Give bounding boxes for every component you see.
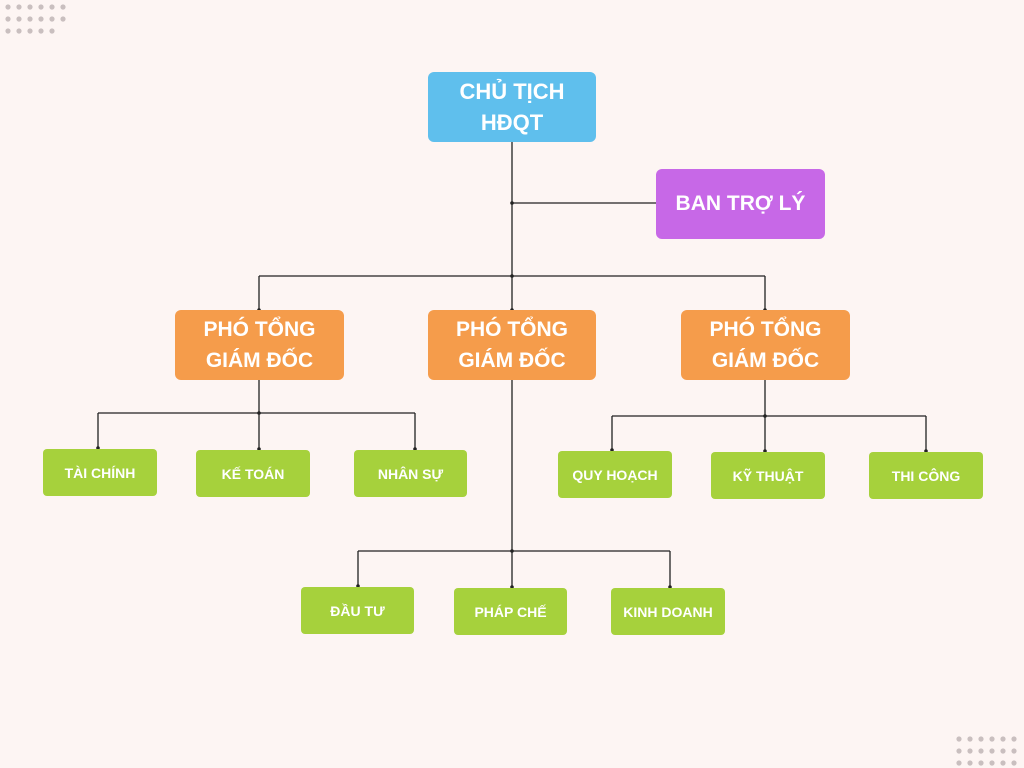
decorative-dots-top-left — [5, 4, 66, 34]
node-vp-right-line2: GIÁM ĐỐC — [711, 349, 820, 372]
node-dept-label: KỸ THUẬT — [732, 467, 804, 484]
node-dept-label: ĐẦU TƯ — [330, 602, 385, 619]
decorative-dots-bottom-right — [956, 736, 1017, 766]
node-dept-label: KẾ TOÁN — [221, 465, 285, 482]
node-vice-director-center: PHÓ TỔNG GIÁM ĐỐC — [428, 310, 596, 380]
node-dept-thi-cong: THI CÔNG — [869, 452, 983, 499]
node-dept-ky-thuat: KỸ THUẬT — [711, 452, 825, 499]
node-assistant-label: BAN TRỢ LÝ — [675, 192, 806, 215]
node-vice-director-right: PHÓ TỔNG GIÁM ĐỐC — [681, 310, 850, 380]
node-dept-ke-toan: KẾ TOÁN — [196, 450, 310, 497]
node-dept-label: THI CÔNG — [891, 467, 961, 484]
node-dept-label: NHÂN SỰ — [377, 465, 444, 482]
node-dept-label: PHÁP CHẾ — [474, 603, 547, 620]
node-dept-phap-che: PHÁP CHẾ — [454, 588, 567, 635]
node-vp-center-line1: PHÓ TỔNG — [455, 318, 568, 341]
node-chair-line1: CHỦ TỊCH — [459, 79, 565, 104]
node-dept-label: KINH DOANH — [623, 603, 713, 620]
node-vp-center-line2: GIÁM ĐỐC — [458, 349, 566, 372]
node-chair-line2: HĐQT — [480, 110, 544, 135]
node-assistant-board: BAN TRỢ LÝ — [656, 169, 825, 239]
node-dept-dau-tu: ĐẦU TƯ — [301, 587, 414, 634]
node-chair-hdqt: CHỦ TỊCH HĐQT — [428, 72, 596, 142]
node-dept-tai-chinh: TÀI CHÍNH — [43, 449, 157, 496]
node-dept-nhan-su: NHÂN SỰ — [354, 450, 467, 497]
node-vice-director-left: PHÓ TỔNG GIÁM ĐỐC — [175, 310, 344, 380]
node-dept-label: QUY HOẠCH — [572, 466, 658, 483]
node-vp-right-line1: PHÓ TỔNG — [709, 318, 822, 341]
node-dept-kinh-doanh: KINH DOANH — [611, 588, 725, 635]
node-vp-left-line2: GIÁM ĐỐC — [205, 349, 314, 372]
node-vp-left-line1: PHÓ TỔNG — [203, 318, 316, 341]
node-dept-label: TÀI CHÍNH — [64, 464, 136, 481]
node-dept-quy-hoach: QUY HOẠCH — [558, 451, 672, 498]
